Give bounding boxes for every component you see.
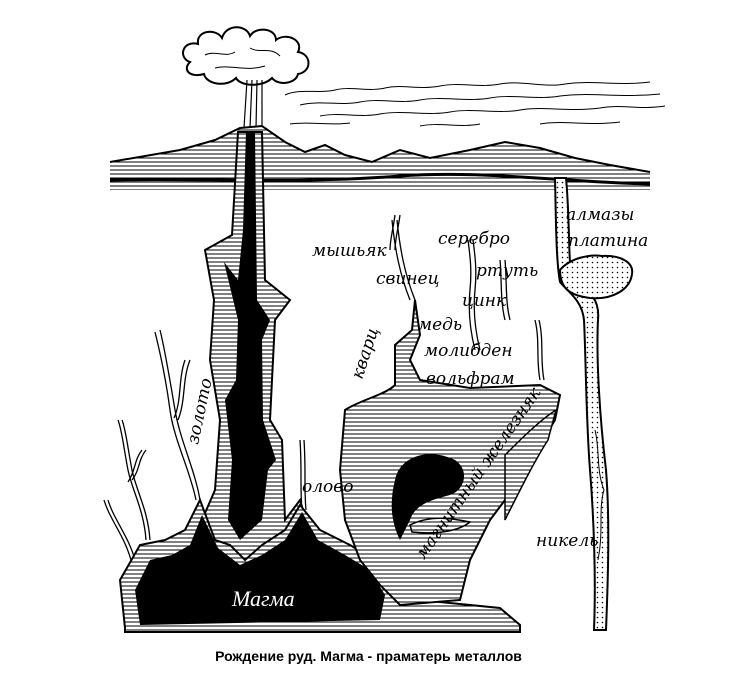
sky-clouds bbox=[284, 81, 666, 127]
label-arsenic: мышьяк bbox=[312, 241, 388, 261]
figure-caption: Рождение руд. Магма - праматерь металлов bbox=[215, 648, 522, 664]
landscape bbox=[109, 124, 651, 190]
central-intrusion bbox=[338, 299, 562, 607]
label-magma: Магма bbox=[231, 586, 295, 611]
label-molybdenum: молибден bbox=[424, 341, 513, 361]
volcanic-vent bbox=[200, 131, 314, 561]
label-quartz: кварц bbox=[348, 325, 383, 382]
label-silver: серебро bbox=[438, 229, 510, 249]
label-nickel: никель bbox=[536, 531, 598, 551]
label-gold: золото bbox=[183, 376, 216, 446]
label-tin: олово bbox=[302, 477, 353, 497]
eruption-column bbox=[243, 79, 263, 129]
label-copper: медь bbox=[418, 315, 462, 335]
tin-veins bbox=[299, 439, 307, 511]
label-diamonds: алмазы bbox=[566, 205, 634, 225]
polymetal-veins bbox=[389, 214, 545, 381]
magnetite-lens bbox=[409, 408, 558, 534]
label-platinum: платина bbox=[568, 231, 648, 251]
label-zinc: цинк bbox=[462, 291, 507, 311]
eruption-cloud bbox=[182, 26, 310, 86]
label-mercury: ртуть bbox=[476, 261, 538, 281]
magma-body bbox=[118, 497, 521, 633]
kimberlite-pipe bbox=[553, 177, 634, 631]
label-lead: свинец bbox=[376, 269, 439, 289]
gold-veins bbox=[103, 329, 201, 561]
label-tungsten: вольфрам bbox=[426, 369, 515, 389]
